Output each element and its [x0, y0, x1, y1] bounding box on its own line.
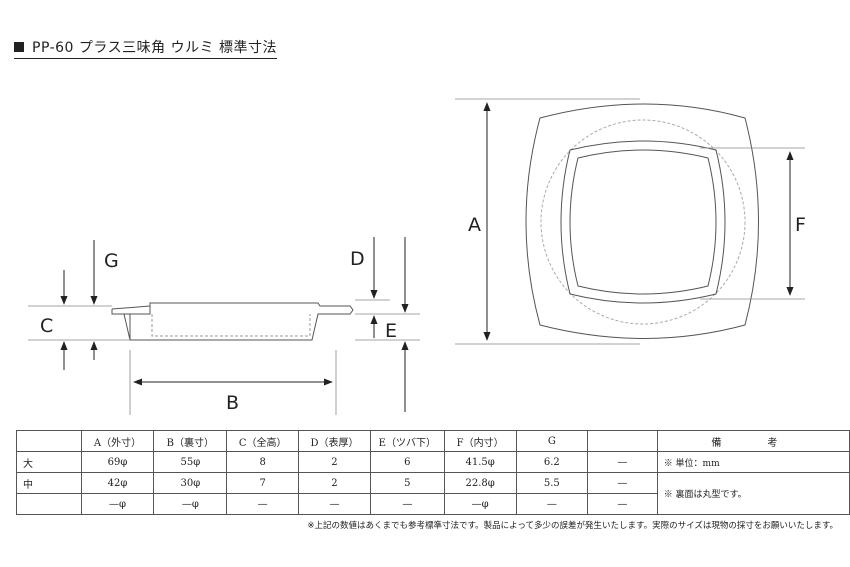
- top-view: [525, 103, 759, 339]
- header-cell: A（外寸）: [80, 430, 155, 452]
- header-cell: D（表厚）: [298, 430, 371, 452]
- table-cell: 5.5: [515, 472, 589, 494]
- inner-outer-edge: [560, 140, 726, 304]
- technical-drawing: C G D E B A F: [28, 98, 806, 415]
- label-g: G: [104, 250, 119, 272]
- table-cell: 41.5φ: [443, 451, 517, 473]
- table-cell: —: [298, 493, 371, 515]
- side-arrows: [60, 237, 409, 412]
- table-cell: 30φ: [153, 472, 228, 494]
- header-cell: B（裏寸）: [153, 430, 228, 452]
- table-cell: —φ: [80, 493, 155, 515]
- side-top-line: [111, 305, 151, 310]
- footer-note: ※上記の数値はあくまでも参考標準寸法です。製品によって多少の誤差が発生いたします…: [307, 521, 838, 531]
- table-row: 大 69φ 55φ 8 2 6 41.5φ 6.2 — ※ 単位：mm: [16, 451, 850, 473]
- table-cell: 7: [226, 472, 300, 494]
- table-cell: 2: [298, 472, 371, 494]
- row-label: [16, 493, 82, 515]
- note-back: ※ 裏面は丸型です。: [656, 472, 850, 515]
- label-c: C: [40, 315, 53, 337]
- table-row: —φ —φ — — — —φ — —: [16, 493, 850, 515]
- square-bullet-icon: [14, 42, 24, 52]
- label-b: B: [226, 392, 239, 414]
- label-f: F: [795, 214, 806, 236]
- outer-rounded-square: [525, 103, 759, 339]
- row-label: 大: [16, 451, 82, 473]
- side-dashed-recess: [151, 314, 311, 337]
- table-cell: 8: [226, 451, 300, 473]
- top-dimensions: [455, 98, 805, 345]
- table-cell: —: [226, 493, 300, 515]
- side-dimensions: [28, 299, 420, 415]
- header-cell: C（全高）: [226, 430, 300, 452]
- table-cell: —: [369, 493, 445, 515]
- table-cell: 5: [369, 472, 445, 494]
- table-cell: 6.2: [515, 451, 589, 473]
- header-cell: E（ツバ下）: [369, 430, 445, 452]
- table-cell: 69φ: [80, 451, 155, 473]
- inner-inner-edge: [569, 149, 717, 295]
- page-title: PP-60 プラス三味角 ウルミ 標準寸法: [14, 37, 278, 59]
- table-cell: —: [587, 493, 658, 515]
- dashed-circle: [540, 119, 746, 325]
- label-e: E: [385, 320, 397, 342]
- table-cell: 6: [369, 451, 445, 473]
- table-cell: 22.8φ: [443, 472, 517, 494]
- row-label: 中: [16, 472, 82, 494]
- title-text: PP-60 プラス三味角 ウルミ 標準寸法: [32, 40, 278, 56]
- notes-header: 備 考: [656, 430, 850, 452]
- table-cell: —φ: [443, 493, 517, 515]
- table-cell: —φ: [153, 493, 228, 515]
- label-d: D: [350, 248, 365, 270]
- header-cell: G: [515, 430, 589, 452]
- table-cell: —: [515, 493, 589, 515]
- header-cell: F（内寸）: [443, 430, 517, 452]
- spec-table: A（外寸） B（裏寸） C（全高） D（表厚） E（ツバ下） F（内寸） G 備…: [16, 430, 850, 515]
- table-cell: 42φ: [80, 472, 155, 494]
- header-blank: [16, 430, 82, 452]
- top-arrows: [483, 102, 794, 341]
- table-cell: —: [587, 472, 658, 494]
- note-unit: ※ 単位：mm: [656, 451, 850, 473]
- table-cell: 55φ: [153, 451, 228, 473]
- table-cell: —: [587, 451, 658, 473]
- table-cell: 2: [298, 451, 371, 473]
- table-header-row: A（外寸） B（裏寸） C（全高） D（表厚） E（ツバ下） F（内寸） G 備…: [16, 430, 850, 452]
- header-cell: [587, 430, 658, 452]
- side-view: [111, 302, 354, 341]
- side-profile: [111, 302, 354, 341]
- table-row: 中 42φ 30φ 7 2 5 22.8φ 5.5 — ※ 裏面は丸型です。: [16, 472, 850, 515]
- label-a: A: [468, 214, 481, 236]
